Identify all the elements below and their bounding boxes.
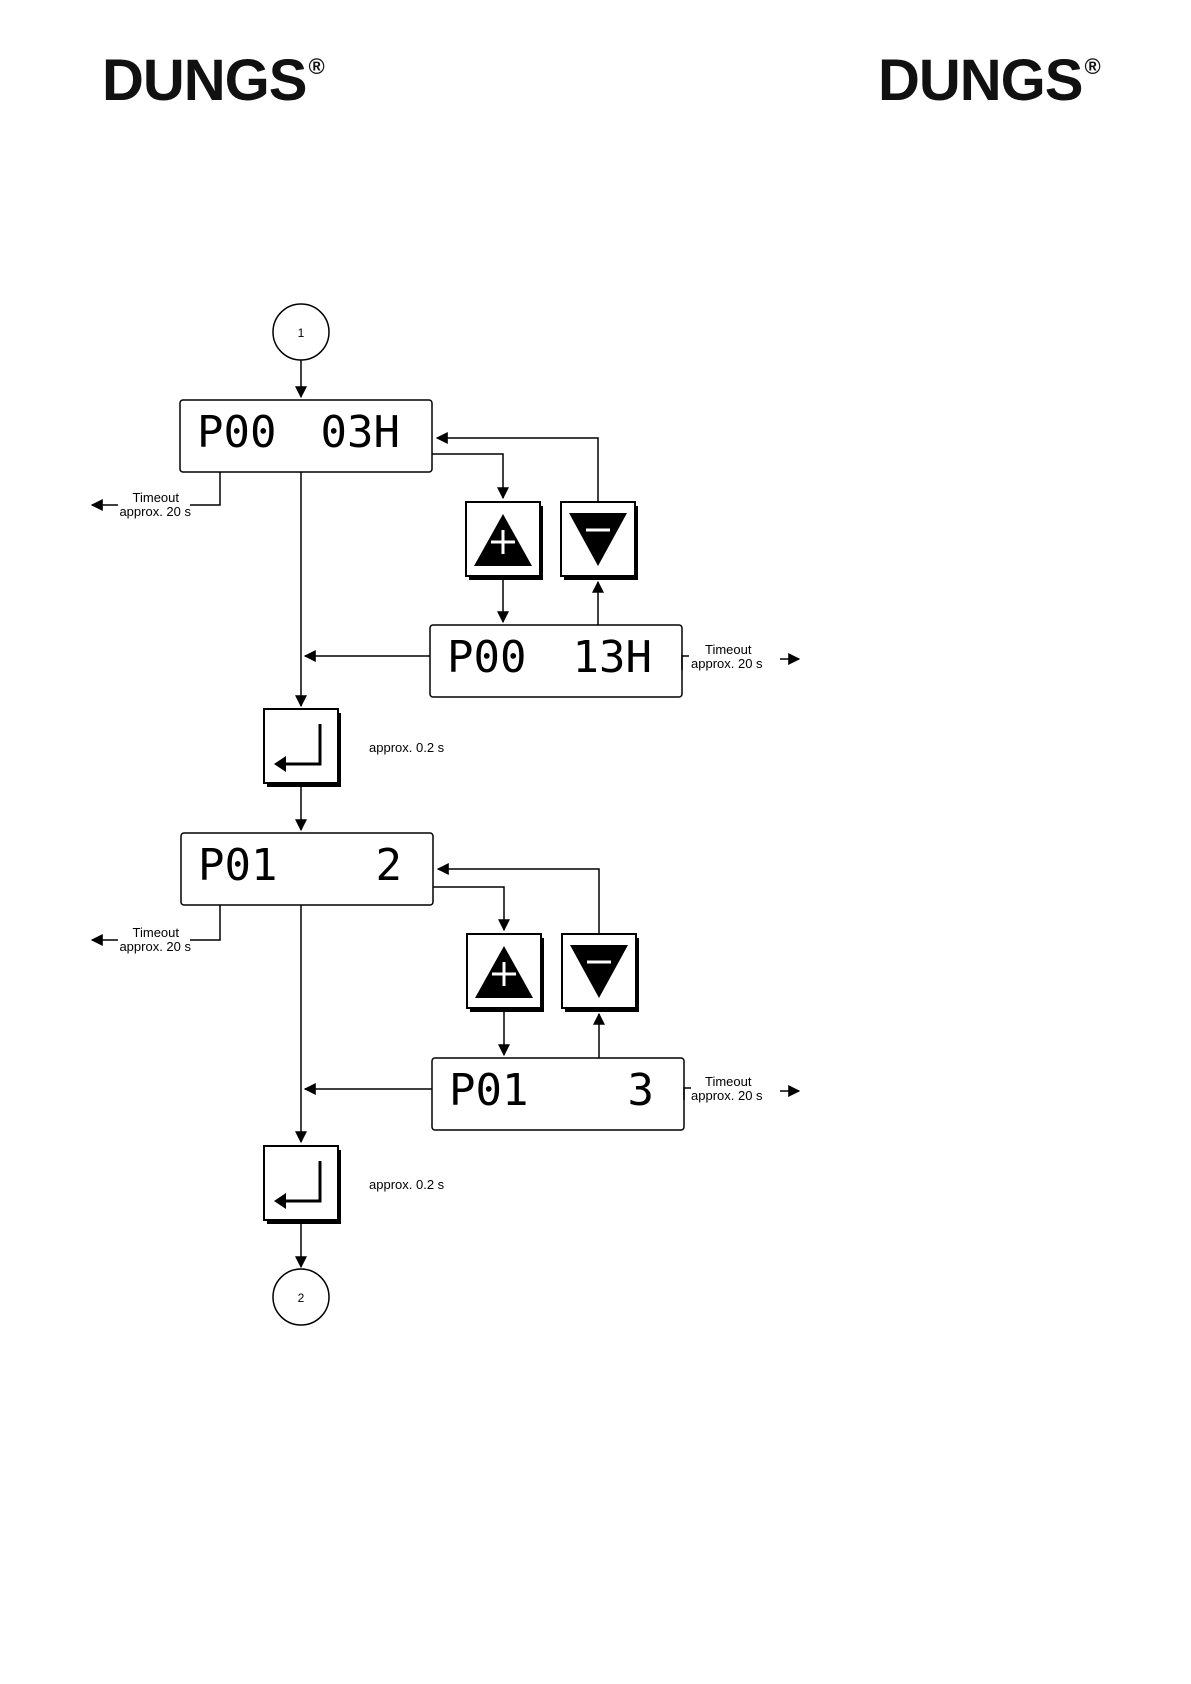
- timeout-note-line2: approx. 20 s: [119, 939, 191, 954]
- timeout-line-4: [684, 1088, 691, 1100]
- arrow-p00-to-plus: [432, 454, 503, 498]
- arrow-p01-to-plus: [433, 887, 504, 930]
- display-p00-current: P00 03H: [180, 400, 432, 472]
- connector-end-label: 2: [298, 1291, 305, 1305]
- timeout-note-line2: approx. 20 s: [691, 656, 763, 671]
- minus-key-2[interactable]: [562, 934, 639, 1012]
- display-param: P01: [198, 840, 277, 891]
- display-p01-current: P01 2: [181, 833, 433, 905]
- display-p01-edit: P01 3: [432, 1058, 684, 1130]
- enter-key-2[interactable]: [264, 1146, 341, 1224]
- display-value: 13H: [573, 632, 652, 683]
- timeout-note-line1: Timeout: [705, 642, 752, 657]
- display-param: P01: [449, 1065, 528, 1116]
- display-value: 2: [376, 840, 403, 891]
- display-value: 03H: [321, 407, 400, 458]
- timeout-line-3: [190, 905, 220, 940]
- timeout-note-line2: approx. 20 s: [691, 1088, 763, 1103]
- timeout-note-line1: Timeout: [133, 925, 180, 940]
- enter-key-1[interactable]: [264, 709, 341, 787]
- display-value: 3: [628, 1065, 655, 1116]
- enter-delay-note-2: approx. 0.2 s: [369, 1177, 445, 1192]
- arrow-minus-to-p01: [438, 869, 599, 934]
- timeout-note-line2: approx. 20 s: [119, 504, 191, 519]
- display-p00-edit: P00 13H: [430, 625, 682, 697]
- plus-key-2[interactable]: [467, 934, 544, 1012]
- connector-end: 2: [273, 1269, 329, 1325]
- timeout-line-2: [682, 656, 689, 670]
- timeout-note-line1: Timeout: [133, 490, 180, 505]
- timeout-line-1: [190, 472, 220, 505]
- display-param: P00: [447, 632, 526, 683]
- arrow-minus-to-p00: [437, 438, 598, 502]
- connector-start: 1: [273, 304, 329, 360]
- timeout-note-line1: Timeout: [705, 1074, 752, 1089]
- display-param: P00: [197, 407, 276, 458]
- minus-key[interactable]: [561, 502, 638, 580]
- enter-delay-note-1: approx. 0.2 s: [369, 740, 445, 755]
- plus-key[interactable]: [466, 502, 543, 580]
- connector-start-label: 1: [298, 326, 305, 340]
